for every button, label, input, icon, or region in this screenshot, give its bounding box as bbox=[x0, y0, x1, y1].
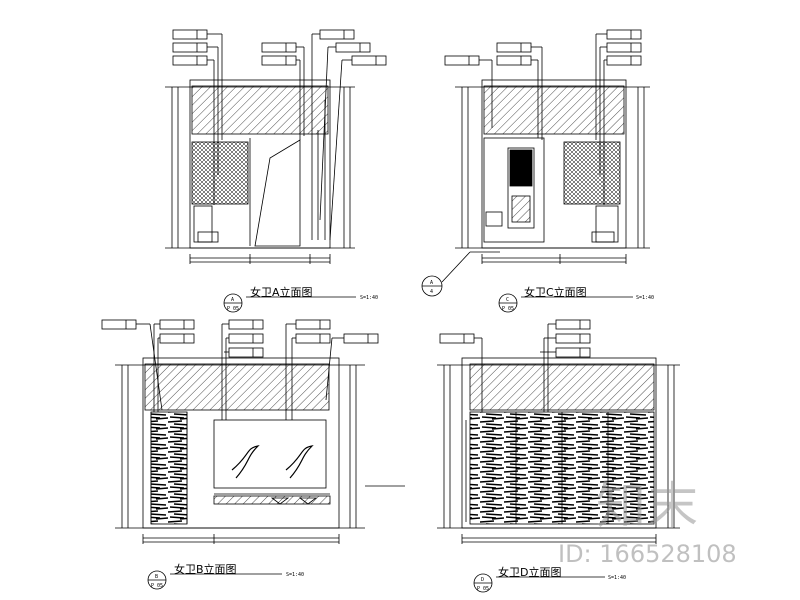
elevation-a-tags bbox=[172, 29, 387, 241]
elevation-b-id: B bbox=[155, 574, 158, 580]
title-mark-b bbox=[147, 570, 282, 590]
elevation-a-id: A bbox=[231, 297, 234, 303]
elevation-a-title: 女卫A立面图 bbox=[250, 285, 313, 299]
elevation-d-tags bbox=[439, 319, 591, 412]
callout-id: A bbox=[430, 280, 433, 286]
elevation-a bbox=[165, 29, 387, 264]
elevation-c-sheet: P 05 bbox=[502, 306, 514, 312]
elevation-c-id: C bbox=[506, 297, 509, 303]
elevation-b-tags bbox=[101, 319, 405, 487]
elevation-c-scale: S=1:40 bbox=[636, 295, 654, 301]
elevation-a-scale: S=1:40 bbox=[360, 295, 378, 301]
elevation-b-sheet: P 05 bbox=[151, 583, 163, 589]
callout-mark bbox=[421, 275, 443, 297]
elevation-b bbox=[101, 319, 405, 544]
elevation-a-sheet: P 05 bbox=[227, 306, 239, 312]
elevation-d-title: 女卫D立面图 bbox=[498, 565, 561, 579]
title-mark-c bbox=[498, 293, 633, 313]
elevation-d bbox=[437, 319, 680, 544]
elevation-d-sheet: P 05 bbox=[477, 586, 489, 592]
elevation-b-scale: S=1:40 bbox=[286, 572, 304, 578]
title-mark-d bbox=[473, 573, 605, 593]
elevation-d-id: D bbox=[481, 577, 484, 583]
elevation-c-tags bbox=[444, 29, 642, 205]
elevation-c bbox=[441, 29, 650, 283]
title-mark-a bbox=[223, 293, 356, 313]
elevation-d-scale: S=1:40 bbox=[608, 575, 626, 581]
elevation-b-title: 女卫B立面图 bbox=[174, 562, 237, 576]
watermark-id: ID: 166528108 bbox=[558, 540, 737, 568]
watermark-logo: 知末 bbox=[596, 477, 700, 535]
callout-sheet: 4 bbox=[430, 289, 433, 295]
elevation-c-title: 女卫C立面图 bbox=[524, 285, 587, 299]
